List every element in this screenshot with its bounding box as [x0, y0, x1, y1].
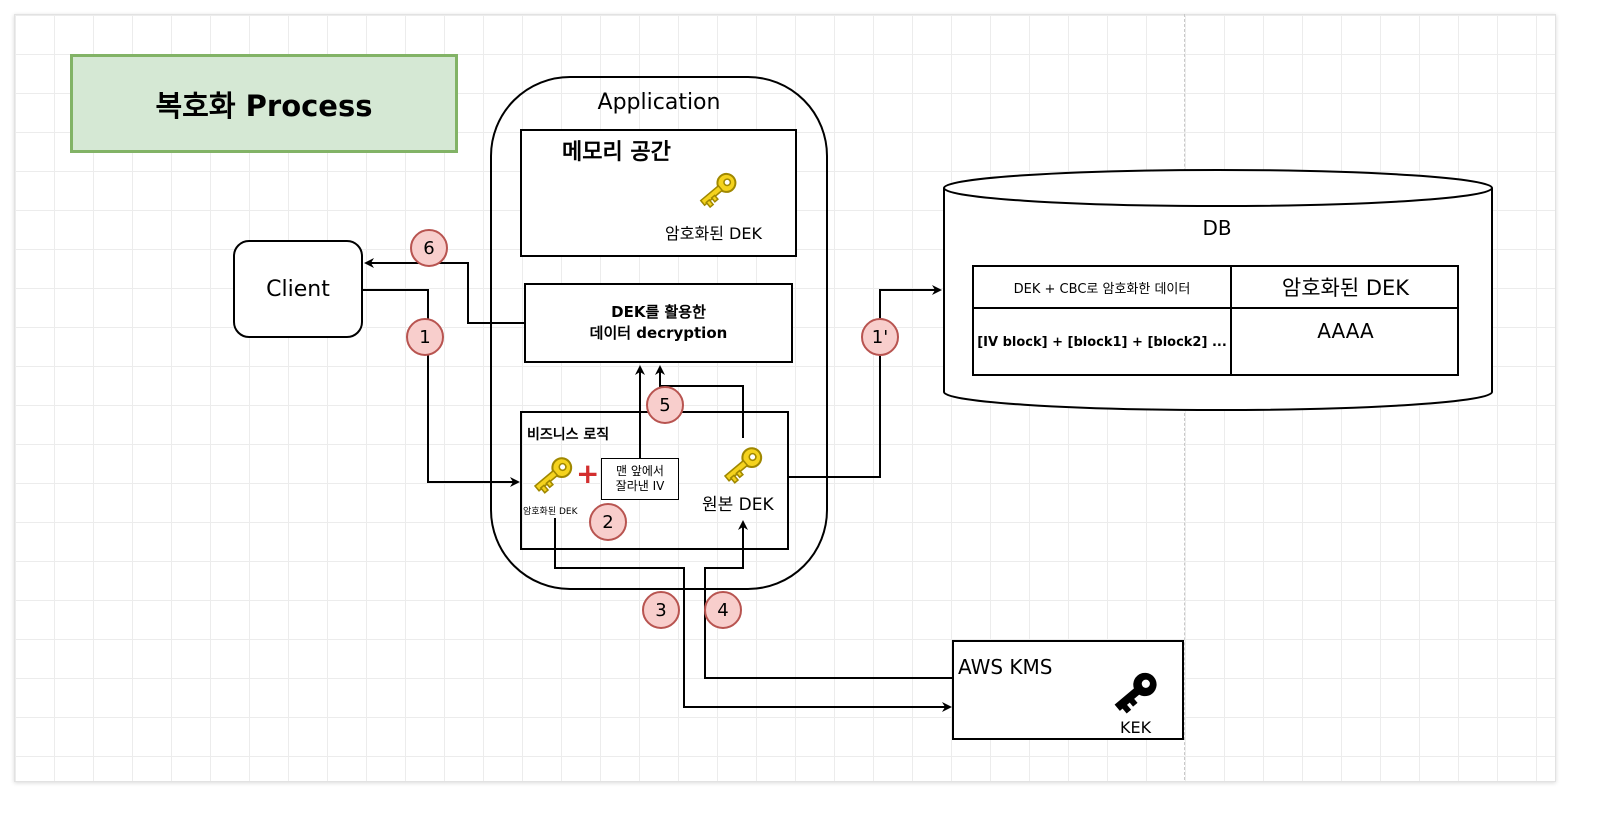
kek-label: KEK — [1120, 718, 1152, 737]
memory-space-box — [520, 129, 797, 257]
application-container — [490, 76, 828, 590]
step-badge-5: 5 — [646, 386, 684, 424]
db-table: DEK + CBC로 암호화한 데이터 암호화된 DEK [IV block] … — [972, 265, 1459, 376]
step-badge-6: 6 — [410, 229, 448, 267]
key-icon — [723, 447, 763, 484]
key-icon — [533, 457, 573, 494]
iv-line-2: 잘라낸 IV — [615, 479, 665, 493]
iv-line-1: 맨 앞에서 — [616, 464, 664, 478]
key-icon — [699, 172, 737, 209]
business-key-label: 암호화된 DEK — [523, 507, 578, 517]
step-badge-1-prime: 1' — [861, 318, 899, 356]
key-icon — [1114, 672, 1157, 714]
db-cell-dek: AAAA — [1317, 319, 1374, 343]
arrow-step-4 — [704, 520, 952, 679]
memory-space-title: 메모리 공간 — [562, 140, 671, 165]
step-badge-1: 1 — [406, 318, 444, 356]
client-box: Client — [233, 240, 363, 338]
db-header-dek: 암호화된 DEK — [1232, 267, 1459, 309]
aws-kms-label: AWS KMS — [958, 655, 1053, 679]
step-badge-3: 3 — [642, 591, 680, 629]
plus-icon: + — [576, 457, 600, 490]
step-badge-2: 2 — [589, 503, 627, 541]
arrow-step-1-prime — [789, 285, 942, 478]
memory-key-label: 암호화된 DEK — [665, 224, 762, 243]
arrow-step-1 — [362, 289, 520, 487]
original-dek-label: 원본 DEK — [702, 495, 774, 515]
business-logic-title: 비즈니스 로직 — [527, 427, 610, 443]
decryption-line-2: 데이터 decryption — [589, 324, 728, 342]
iv-box: 맨 앞에서 잘라낸 IV — [601, 458, 679, 500]
db-cell-data: [IV block] + [block1] + [block2] ... — [974, 309, 1232, 376]
application-label: Application — [597, 90, 721, 115]
db-header-data: DEK + CBC로 암호화한 데이터 — [974, 267, 1232, 309]
diagram-title: 복호화 Process — [70, 54, 458, 153]
db-label: DB — [1202, 216, 1232, 240]
decryption-line-1: DEK를 활용한 — [611, 303, 706, 321]
decryption-box: DEK를 활용한 데이터 decryption — [524, 283, 793, 363]
step-badge-4: 4 — [704, 591, 742, 629]
